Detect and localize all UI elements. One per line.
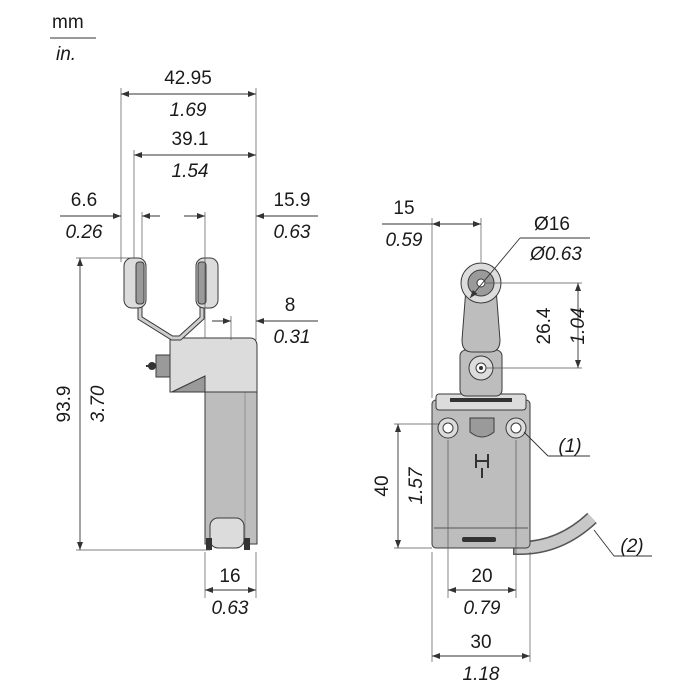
dim-head-offset-in: 0.31 (274, 327, 311, 348)
dim-hole-spacing-in: 0.79 (464, 598, 501, 619)
unit-legend: mm in. (50, 12, 96, 65)
dim-roller-diameter-in: Ø0.63 (529, 244, 582, 265)
dim-height-total-in: 3.70 (88, 385, 109, 422)
dim-lever-length-in: 1.04 (568, 308, 589, 345)
side-head (169, 337, 258, 393)
dim-lever-offset-in: 0.63 (274, 222, 311, 243)
unit-mm: mm (52, 12, 84, 33)
callout-2: (2) (620, 536, 643, 557)
front-lever-arm (461, 287, 501, 353)
dim-width-total-in: 1.69 (170, 100, 207, 121)
front-marking (475, 454, 489, 478)
dim-height-total-mm: 93.9 (54, 386, 75, 423)
dim-roller-span-in: 1.54 (172, 161, 209, 182)
dim-body-height-in: 1.57 (406, 466, 427, 504)
dim-roller-diameter-mm: Ø16 (534, 214, 570, 235)
dim-roller-span-mm: 39.1 (172, 129, 209, 150)
unit-inch: in. (56, 44, 76, 65)
dim-width-total-mm: 42.95 (164, 68, 212, 89)
side-fork-lever (137, 296, 205, 341)
front-view: 15 0.59 Ø16 Ø0.63 26.4 1.04 40 1.57 20 0… (372, 198, 652, 685)
callout-1: (1) (558, 436, 581, 457)
dim-lever-offset-mm: 15.9 (274, 190, 311, 211)
side-view: 42.95 1.69 39.1 1.54 6.6 0.26 15.9 0.63 … (54, 68, 318, 619)
dim-roller-offset-in: 0.26 (66, 222, 103, 243)
dim-body-width-front-in: 1.18 (463, 664, 500, 685)
side-shaft-nut (155, 354, 171, 378)
dim-body-width-front-mm: 30 (470, 632, 491, 653)
dim-roller-offset-mm: 6.6 (71, 190, 97, 211)
dim-roller-center-mm: 15 (393, 198, 414, 219)
side-bottom-plunger (209, 517, 245, 549)
dim-body-height-mm: 40 (372, 475, 393, 496)
dim-lever-length-mm: 26.4 (534, 307, 555, 344)
dim-hole-spacing-mm: 20 (471, 566, 492, 587)
dim-body-width-in: 0.63 (212, 598, 249, 619)
dim-roller-center-in: 0.59 (386, 230, 423, 251)
dim-head-offset-mm: 8 (285, 295, 296, 316)
dim-body-width-mm: 16 (219, 566, 240, 587)
